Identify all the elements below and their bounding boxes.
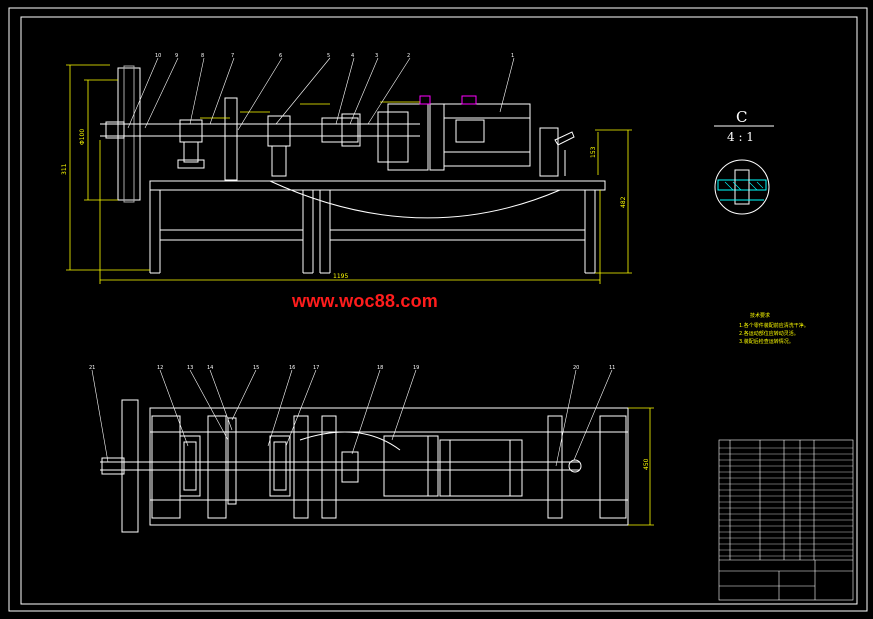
elevation-dimensions	[66, 64, 632, 284]
callout-label: 14	[207, 365, 213, 371]
inner-border	[20, 16, 858, 605]
detail-view-c	[714, 159, 770, 215]
elevation-view	[100, 65, 606, 274]
callout-label: 18	[377, 365, 383, 371]
notes-title: 技术要求	[750, 312, 770, 319]
watermark-url[interactable]: www.woc88.com	[292, 291, 438, 311]
callout-label: 7	[231, 53, 234, 59]
dim-overall-length: 1195	[333, 273, 348, 280]
plan-dimensions	[628, 407, 654, 526]
note-line-3: 3.装配后检查运转情况。	[739, 338, 794, 345]
callout-label: 20	[573, 365, 579, 371]
callout-label: 17	[313, 365, 319, 371]
dim-overall-height: 311	[61, 163, 68, 175]
note-line-1: 1.各个零件装配前应清洗干净。	[739, 322, 809, 329]
dim-shaft-dia: Φ100	[79, 129, 86, 145]
callout-label: 1	[511, 53, 514, 59]
top-callouts: 10 9 8 7 6 5 4 3 2 1	[155, 53, 514, 59]
detail-scale: 4 : 1	[727, 130, 754, 144]
callout-label: 10	[155, 53, 161, 59]
callout-label: 13	[187, 365, 193, 371]
callout-label: 4	[351, 53, 354, 59]
callout-label: 8	[201, 53, 204, 59]
dim-plan-width: 450	[643, 458, 650, 470]
dim-frame-height: 482	[620, 196, 627, 208]
callout-label: 9	[175, 53, 178, 59]
plan-view	[100, 399, 629, 533]
callout-label: 21	[89, 365, 95, 371]
callout-label: 6	[279, 53, 282, 59]
callout-label: 3	[375, 53, 378, 59]
parts-list-rows	[719, 447, 853, 557]
callout-label: 12	[157, 365, 163, 371]
bottom-callout-leaders	[91, 369, 613, 467]
callout-label: 5	[327, 53, 330, 59]
callout-label: 11	[609, 365, 615, 371]
callout-label: 19	[413, 365, 419, 371]
callout-label: 16	[289, 365, 295, 371]
callout-label: 15	[253, 365, 259, 371]
top-callout-leaders	[127, 57, 515, 131]
detail-letter: C	[736, 108, 747, 126]
dim-shaft-height: 153	[590, 146, 597, 158]
outer-border	[8, 7, 868, 612]
bottom-callouts: 21 12 13 14 15 16 17 18 19 20 11	[89, 365, 615, 371]
note-line-2: 2.各运动部位应转动灵活。	[739, 330, 799, 337]
callout-label: 2	[407, 53, 410, 59]
